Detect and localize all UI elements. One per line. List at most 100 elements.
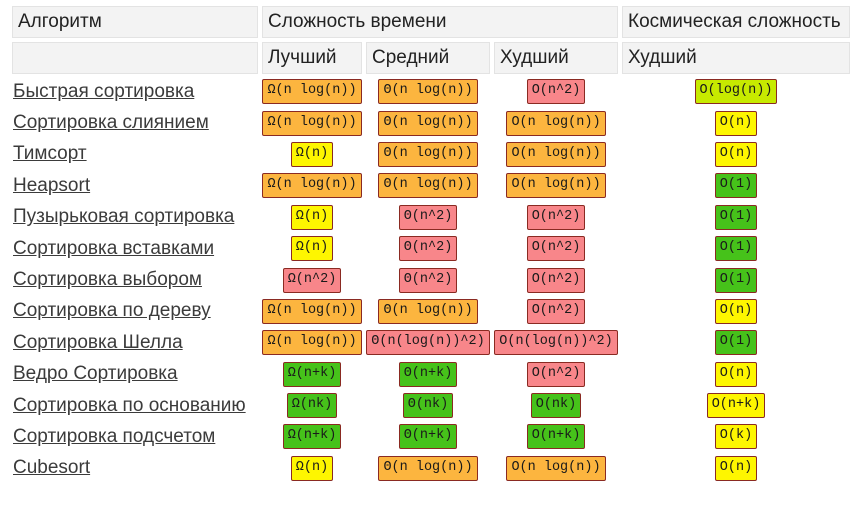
average-complexity-badge: Θ(n^2) [398, 267, 458, 293]
average-cell: Θ(nk) [366, 392, 490, 419]
worst-cell: O(n log(n)) [494, 109, 618, 136]
algorithm-cell: Heapsort [12, 172, 258, 199]
algorithm-cell: Ведро Сортировка [12, 361, 258, 388]
average-complexity-badge: Θ(n^2) [398, 204, 458, 230]
space-complexity-badge: O(n+k) [706, 393, 766, 419]
average-cell: Θ(n^2) [366, 266, 490, 293]
average-complexity-badge: Θ(n log(n)) [378, 110, 478, 136]
header-row-main: Алгоритм Сложность времени Космическая с… [12, 6, 850, 38]
worst-complexity-badge: O(n^2) [526, 204, 586, 230]
average-cell: Θ(n log(n)) [366, 109, 490, 136]
header-algorithm: Алгоритм [12, 6, 258, 38]
best-complexity-badge: Ω(nk) [286, 393, 338, 419]
space-cell: O(n) [622, 455, 850, 482]
space-cell: O(1) [622, 266, 850, 293]
best-cell: Ω(n) [262, 141, 362, 168]
space-complexity-badge: O(log(n)) [694, 79, 778, 105]
space-complexity-badge: O(1) [714, 236, 758, 262]
header-best: Лучший [262, 42, 362, 74]
space-complexity-badge: O(k) [714, 424, 758, 450]
best-complexity-badge: Ω(n^2) [282, 267, 342, 293]
algorithm-link[interactable]: Сортировка слиянием [13, 112, 209, 134]
best-cell: Ω(n+k) [262, 361, 362, 388]
average-complexity-badge: Θ(n log(n)) [378, 141, 478, 167]
table-row: Сортировка слиянием Ω(n log(n)) Θ(n log(n)… [12, 109, 850, 136]
average-cell: Θ(n+k) [366, 423, 490, 450]
space-cell: O(log(n)) [622, 78, 850, 105]
space-cell: O(1) [622, 329, 850, 356]
worst-complexity-badge: O(n log(n)) [506, 141, 606, 167]
worst-cell: O(n log(n)) [494, 172, 618, 199]
algorithm-link[interactable]: Сортировка подсчетом [13, 425, 216, 447]
space-complexity-badge: O(1) [714, 204, 758, 230]
worst-cell: O(n^2) [494, 266, 618, 293]
algorithm-cell: Сортировка выбором [12, 266, 258, 293]
algorithm-link[interactable]: Тимсорт [13, 143, 87, 165]
algorithm-link[interactable]: Heapsort [13, 174, 91, 196]
best-complexity-badge: Ω(n log(n)) [262, 79, 362, 105]
average-cell: Θ(n log(n)) [366, 298, 490, 325]
algorithm-link[interactable]: Сортировка по дереву [13, 300, 211, 322]
worst-cell: O(nk) [494, 392, 618, 419]
worst-complexity-badge: O(n log(n)) [506, 455, 606, 481]
algorithm-cell: Сортировка подсчетом [12, 423, 258, 450]
worst-cell: O(n^2) [494, 361, 618, 388]
average-cell: Θ(n(log(n))^2) [366, 329, 490, 356]
algorithm-cell: Пузырьковая сортировка [12, 204, 258, 231]
best-complexity-badge: Ω(n log(n)) [262, 298, 362, 324]
worst-complexity-badge: O(n+k) [526, 424, 586, 450]
space-cell: O(k) [622, 423, 850, 450]
algorithm-link[interactable]: Сортировка по основанию [13, 394, 246, 416]
space-cell: O(n) [622, 141, 850, 168]
average-cell: Θ(n^2) [366, 204, 490, 231]
algorithm-cell: Быстрая сортировка [12, 78, 258, 105]
algorithm-link[interactable]: Пузырьковая сортировка [13, 206, 235, 228]
algorithm-link[interactable]: Быстрая сортировка [13, 80, 195, 102]
algorithm-link[interactable]: Сортировка выбором [13, 269, 202, 291]
worst-complexity-badge: O(n^2) [526, 79, 586, 105]
algorithm-link[interactable]: Сортировка вставками [13, 237, 215, 259]
best-cell: Ω(n log(n)) [262, 78, 362, 105]
algorithm-link[interactable]: Ведро Сортировка [13, 363, 178, 385]
table-row: Сортировка по основанию Ω(nk) Θ(nk) O(nk) O(… [12, 392, 850, 419]
algorithm-cell: Cubesort [12, 455, 258, 482]
best-cell: Ω(n^2) [262, 266, 362, 293]
table-row: Сортировка по дереву Ω(n log(n))Θ(n log(n… [12, 298, 850, 325]
header-empty [12, 42, 258, 74]
best-complexity-badge: Ω(n log(n)) [262, 330, 362, 356]
space-complexity-badge: O(n) [714, 298, 758, 324]
worst-cell: O(n+k) [494, 423, 618, 450]
best-complexity-badge: Ω(n) [290, 236, 334, 262]
best-complexity-badge: Ω(n log(n)) [262, 110, 362, 136]
table-row: Тимсорт Ω(n) Θ(n log(n)) O(n log(n)) O(n) [12, 141, 850, 168]
algorithm-link[interactable]: Сортировка Шелла [13, 331, 183, 353]
worst-complexity-badge: O(n log(n)) [506, 110, 606, 136]
best-complexity-badge: Ω(n) [290, 455, 334, 481]
worst-complexity-badge: O(n^2) [526, 361, 586, 387]
space-complexity-badge: O(1) [714, 173, 758, 199]
best-complexity-badge: Ω(n+k) [282, 424, 342, 450]
algorithm-cell: Сортировка Шелла [12, 329, 258, 356]
worst-complexity-badge: O(n^2) [526, 298, 586, 324]
best-cell: Ω(n log(n)) [262, 329, 362, 356]
average-complexity-badge: Θ(n+k) [398, 424, 458, 450]
best-cell: Ω(n) [262, 455, 362, 482]
best-complexity-badge: Ω(n+k) [282, 361, 342, 387]
worst-complexity-badge: O(n log(n)) [506, 173, 606, 199]
worst-complexity-badge: O(nk) [530, 393, 582, 419]
worst-cell: O(n^2) [494, 298, 618, 325]
best-complexity-badge: Ω(n) [290, 204, 334, 230]
header-row-sub: Лучший Средний Худший Худший [12, 42, 850, 74]
worst-cell: O(n^2) [494, 78, 618, 105]
space-cell: O(n) [622, 361, 850, 388]
best-cell: Ω(n log(n)) [262, 298, 362, 325]
algorithm-link[interactable]: Cubesort [13, 457, 91, 479]
complexity-table: Алгоритм Сложность времени Космическая с… [8, 2, 854, 486]
table-row: Сортировка подсчетом Ω(n+k) Θ(n+k) O(n+k) O(… [12, 423, 850, 450]
algorithm-cell: Сортировка вставками [12, 235, 258, 262]
best-cell: Ω(n log(n)) [262, 109, 362, 136]
space-cell: O(n+k) [622, 392, 850, 419]
